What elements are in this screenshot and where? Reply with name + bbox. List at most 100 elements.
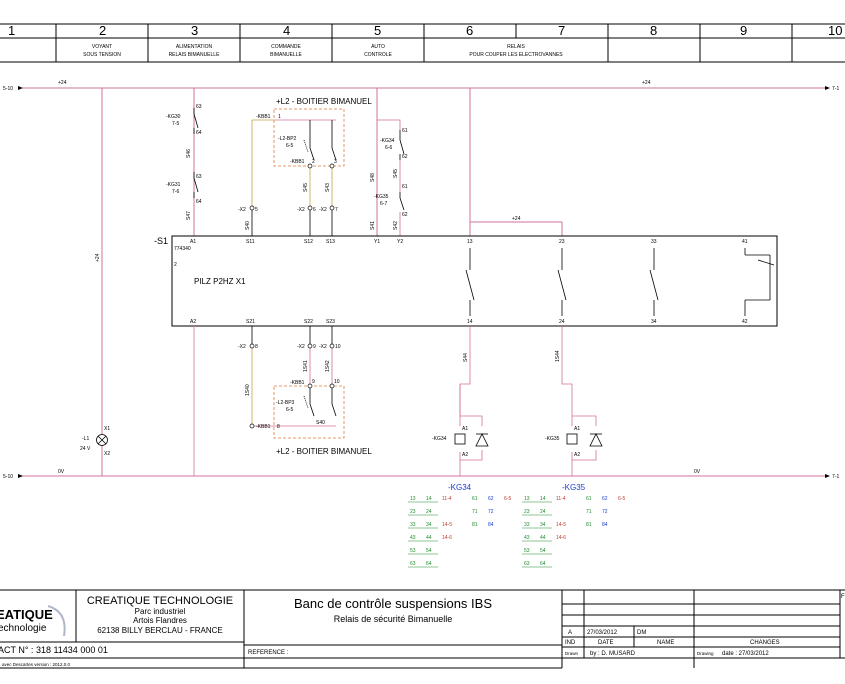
bottom-box-wiring xyxy=(193,326,337,476)
xref-cell: 43 xyxy=(524,535,530,541)
xref-cell: 54 xyxy=(426,548,432,554)
x2-pin: 10 xyxy=(335,344,341,350)
coil-pin: A2 xyxy=(462,452,468,458)
column-description: RELAIS BIMANUELLE xyxy=(169,52,221,58)
column-description: AUTO xyxy=(371,44,385,50)
coil-kg34 xyxy=(454,433,489,447)
x2-name: -X2 xyxy=(297,344,305,350)
xref-title: -KG35 xyxy=(562,483,586,492)
x2-pin: 6 xyxy=(313,207,316,213)
rail-ref: 7-1 xyxy=(832,474,839,480)
pilz-pin: 41 xyxy=(742,239,748,245)
company-address: 62138 BILLY BERCLAU - FRANCE xyxy=(97,626,223,635)
xref-cell: 33 xyxy=(524,522,530,528)
bottom-box-title: +L2 - BOITIER BIMANUEL xyxy=(276,447,372,456)
wire-id: S42 xyxy=(393,221,399,230)
wire-id: 1S42 xyxy=(325,360,331,372)
xref-cell: 6-5 xyxy=(618,496,625,502)
drawing-title: Banc de contrôle suspensions IBS xyxy=(294,596,492,611)
company-address: Artois Flandres xyxy=(133,616,187,625)
xref-cell: 61 xyxy=(586,496,592,502)
kbb1-pin: 8 xyxy=(277,424,280,430)
wire-id: S40 xyxy=(316,420,325,426)
kbb1-pin: 1 xyxy=(278,114,281,120)
xref-cell: 33 xyxy=(410,522,416,528)
kg30-pin: 64 xyxy=(196,130,202,136)
column-description: COMMANDE xyxy=(271,44,301,50)
wire-id: S46 xyxy=(186,149,192,158)
company-name: CREATIQUE TECHNOLOGIE xyxy=(87,595,233,607)
coil-wiring xyxy=(459,326,597,476)
column-number: 1 xyxy=(8,23,15,38)
top-terminals xyxy=(249,163,335,211)
lamp-voltage: 24 V xyxy=(80,446,91,452)
x2-name: -X2 xyxy=(297,207,305,213)
titleblock-corner: F xyxy=(841,594,845,600)
column-description: ALIMENTATION xyxy=(176,44,213,50)
xref-cell: 44 xyxy=(426,535,432,541)
pilz-pin: 23 xyxy=(559,239,565,245)
rail-arrows xyxy=(18,86,830,478)
column-number: 4 xyxy=(283,23,290,38)
rev-header: IND xyxy=(565,640,576,646)
pilz-part: 774340 xyxy=(174,246,191,252)
column-description: BIMANUELLE xyxy=(270,52,302,58)
coil-name: -KG35 xyxy=(545,436,560,442)
kbb1-pin: 10 xyxy=(334,379,340,385)
vertical-rail-label: +24 xyxy=(95,253,101,262)
rev-header: DATE xyxy=(598,640,614,646)
x2-pin: 7 xyxy=(335,207,338,213)
pilz-pin: A1 xyxy=(190,239,196,245)
xref-cell: 14 xyxy=(540,496,546,502)
xref-cell: 81 xyxy=(472,522,478,528)
wire-id: S47 xyxy=(186,211,192,220)
coil-pin: A1 xyxy=(574,426,580,432)
pilz-tag: -S1 xyxy=(154,236,168,246)
xref-cell: 23 xyxy=(410,509,416,515)
column-descriptions: VOYANT SOUS TENSION ALIMENTATION RELAIS … xyxy=(83,44,563,58)
coil-pin: A2 xyxy=(574,452,580,458)
pilz-pin: 13 xyxy=(467,239,473,245)
xref-cell: 13 xyxy=(410,496,416,502)
pilz-bottom-pins: A2 S21 S22 S23 14 24 34 42 xyxy=(190,319,748,325)
kg34-aux-name: -KG34 xyxy=(380,138,395,144)
xref-cell: 11-4 xyxy=(556,496,566,502)
top-box-title: +L2 - BOITIER BIMANUEL xyxy=(276,97,372,106)
company-address: Parc industriel xyxy=(135,607,186,616)
xref-cell: 14 xyxy=(426,496,432,502)
xref-cell: 14-6 xyxy=(442,535,452,541)
x2-name: -X2 xyxy=(238,207,246,213)
xref-cell: 63 xyxy=(410,561,416,567)
wire-id: S45 xyxy=(303,183,309,192)
auto-control-contacts xyxy=(377,119,405,236)
kg31-pin: 63 xyxy=(196,174,202,180)
bottom-terminals xyxy=(249,343,335,429)
kg34-aux-pin: 61 xyxy=(402,128,408,134)
kbb1-name: -KBB1 xyxy=(256,114,271,120)
xref-cell: 24 xyxy=(426,509,432,515)
pilz-pin: Y1 xyxy=(374,239,380,245)
pilz-internal-contacts xyxy=(465,248,775,316)
titleblock-frame xyxy=(0,589,845,669)
rail-ref: 5-10 xyxy=(3,474,13,480)
wire-id: S41 xyxy=(370,221,376,230)
xref-cell: 84 xyxy=(488,522,494,528)
xref-cell: 61 xyxy=(472,496,478,502)
pilz-pin: S21 xyxy=(246,319,255,325)
wire-id: S40 xyxy=(245,221,251,230)
rail-ref: 5-10 xyxy=(3,86,13,92)
rail-ref: 7-1 xyxy=(832,86,839,92)
kg30-ref: 7-5 xyxy=(172,121,179,127)
column-number: 10 xyxy=(828,23,842,38)
xref-cell: 64 xyxy=(426,561,432,567)
kg35-aux-ref: 6-7 xyxy=(380,201,387,207)
bp2-name: -L2-BP2 xyxy=(278,136,297,142)
xref-title: -KG34 xyxy=(448,483,472,492)
logo-text: EATIQUE xyxy=(0,607,53,622)
wire-id: S48 xyxy=(370,173,376,182)
pilz-pin: 34 xyxy=(651,319,657,325)
wire-id: S43 xyxy=(325,183,331,192)
pilz-pin: 24 xyxy=(559,319,565,325)
